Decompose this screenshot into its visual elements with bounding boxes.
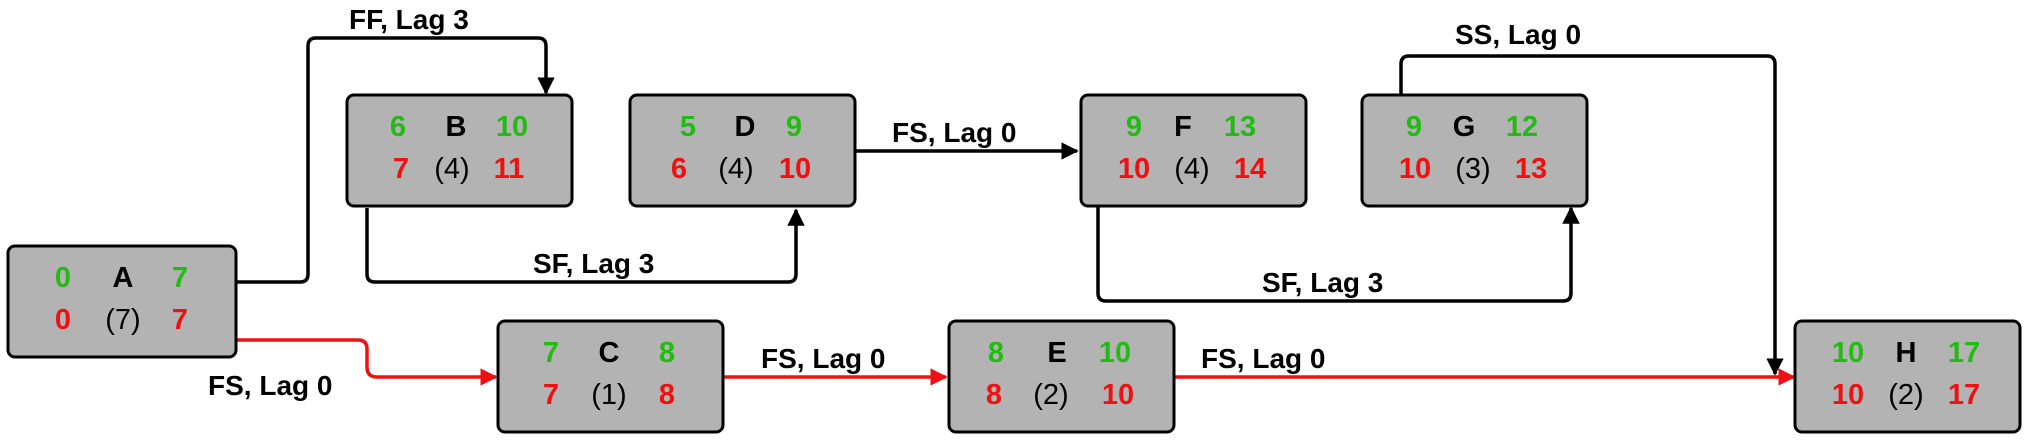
edge-label-f-g: SF, Lag 3 xyxy=(1262,267,1383,298)
node-d-duration: (4) xyxy=(718,153,753,185)
node-g-early-finish: 12 xyxy=(1506,111,1538,143)
node-d-name: D xyxy=(735,111,756,143)
node-e-late-start: 8 xyxy=(986,379,1002,411)
edge-a-c xyxy=(237,338,498,386)
node-d-early-finish: 9 xyxy=(786,111,802,143)
node-e-late-finish: 10 xyxy=(1102,379,1134,411)
node-b-late-finish: 11 xyxy=(494,153,525,185)
node-c-name: C xyxy=(599,337,620,369)
activity-node-a: 0 A 7 0 (7) 7 xyxy=(6,244,238,359)
activity-node-b: 6 B 10 7 (4) 11 xyxy=(345,93,574,208)
node-c-duration: (1) xyxy=(591,379,626,411)
node-d-late-finish: 10 xyxy=(779,153,811,185)
node-h-name: H xyxy=(1896,337,1917,369)
node-e-duration: (2) xyxy=(1033,379,1068,411)
node-c-early-start: 7 xyxy=(543,337,559,369)
node-e-early-start: 8 xyxy=(988,337,1004,369)
edge-g-h xyxy=(1399,54,1784,376)
node-b-early-start: 6 xyxy=(390,111,406,143)
node-f-late-finish: 14 xyxy=(1234,153,1266,185)
edge-label-d-f: FS, Lag 0 xyxy=(892,117,1016,148)
node-b-duration: (4) xyxy=(434,153,469,185)
node-a-early-finish: 7 xyxy=(172,262,188,294)
node-b-early-finish: 10 xyxy=(496,111,528,143)
node-f-name: F xyxy=(1174,111,1192,143)
node-c-early-finish: 8 xyxy=(659,337,675,369)
node-f-early-start: 9 xyxy=(1126,111,1142,143)
edge-label-g-h: SS, Lag 0 xyxy=(1455,19,1581,50)
node-h-early-start: 10 xyxy=(1832,337,1864,369)
edge-f-g xyxy=(1096,204,1580,303)
node-g-late-finish: 13 xyxy=(1515,153,1547,185)
node-a-late-start: 0 xyxy=(55,304,71,336)
node-g-duration: (3) xyxy=(1455,153,1490,185)
edge-label-a-c: FS, Lag 0 xyxy=(208,370,332,401)
node-f-late-start: 10 xyxy=(1118,153,1150,185)
activity-node-d: 5 D 9 6 (4) 10 xyxy=(628,93,857,208)
node-a-late-finish: 7 xyxy=(172,304,188,336)
activity-node-h: 10 H 17 10 (2) 17 xyxy=(1793,319,2022,434)
node-f-early-finish: 13 xyxy=(1224,111,1256,143)
node-c-late-finish: 8 xyxy=(659,379,675,411)
node-b-late-start: 7 xyxy=(393,153,409,185)
activity-node-c: 7 C 8 7 (1) 8 xyxy=(496,319,725,434)
node-g-late-start: 10 xyxy=(1399,153,1431,185)
node-a-early-start: 0 xyxy=(55,262,71,294)
node-h-late-start: 10 xyxy=(1832,379,1864,411)
activity-node-f: 9 F 13 10 (4) 14 xyxy=(1079,93,1308,208)
node-e-early-finish: 10 xyxy=(1099,337,1131,369)
edge-label-b-d: SF, Lag 3 xyxy=(533,248,654,279)
node-h-late-finish: 17 xyxy=(1948,379,1980,411)
edge-label-c-e: FS, Lag 0 xyxy=(761,343,885,374)
node-d-early-start: 5 xyxy=(680,111,696,143)
node-a-duration: (7) xyxy=(105,304,140,336)
node-h-duration: (2) xyxy=(1888,379,1923,411)
edge-a-b xyxy=(237,36,555,284)
node-g-early-start: 9 xyxy=(1406,111,1422,143)
activity-node-g: 9 G 12 10 (3) 13 xyxy=(1360,93,1589,208)
node-b-name: B xyxy=(446,111,467,143)
node-c-late-start: 7 xyxy=(543,379,559,411)
activity-node-e: 8 E 10 8 (2) 10 xyxy=(947,319,1176,434)
edge-b-d xyxy=(365,208,805,284)
edge-label-a-b: FF, Lag 3 xyxy=(349,4,469,35)
edge-label-e-h: FS, Lag 0 xyxy=(1201,343,1325,374)
node-a-name: A xyxy=(113,262,134,294)
node-h-early-finish: 17 xyxy=(1948,337,1980,369)
node-g-name: G xyxy=(1453,111,1476,143)
node-e-name: E xyxy=(1047,337,1066,369)
node-f-duration: (4) xyxy=(1174,153,1209,185)
node-d-late-start: 6 xyxy=(671,153,687,185)
